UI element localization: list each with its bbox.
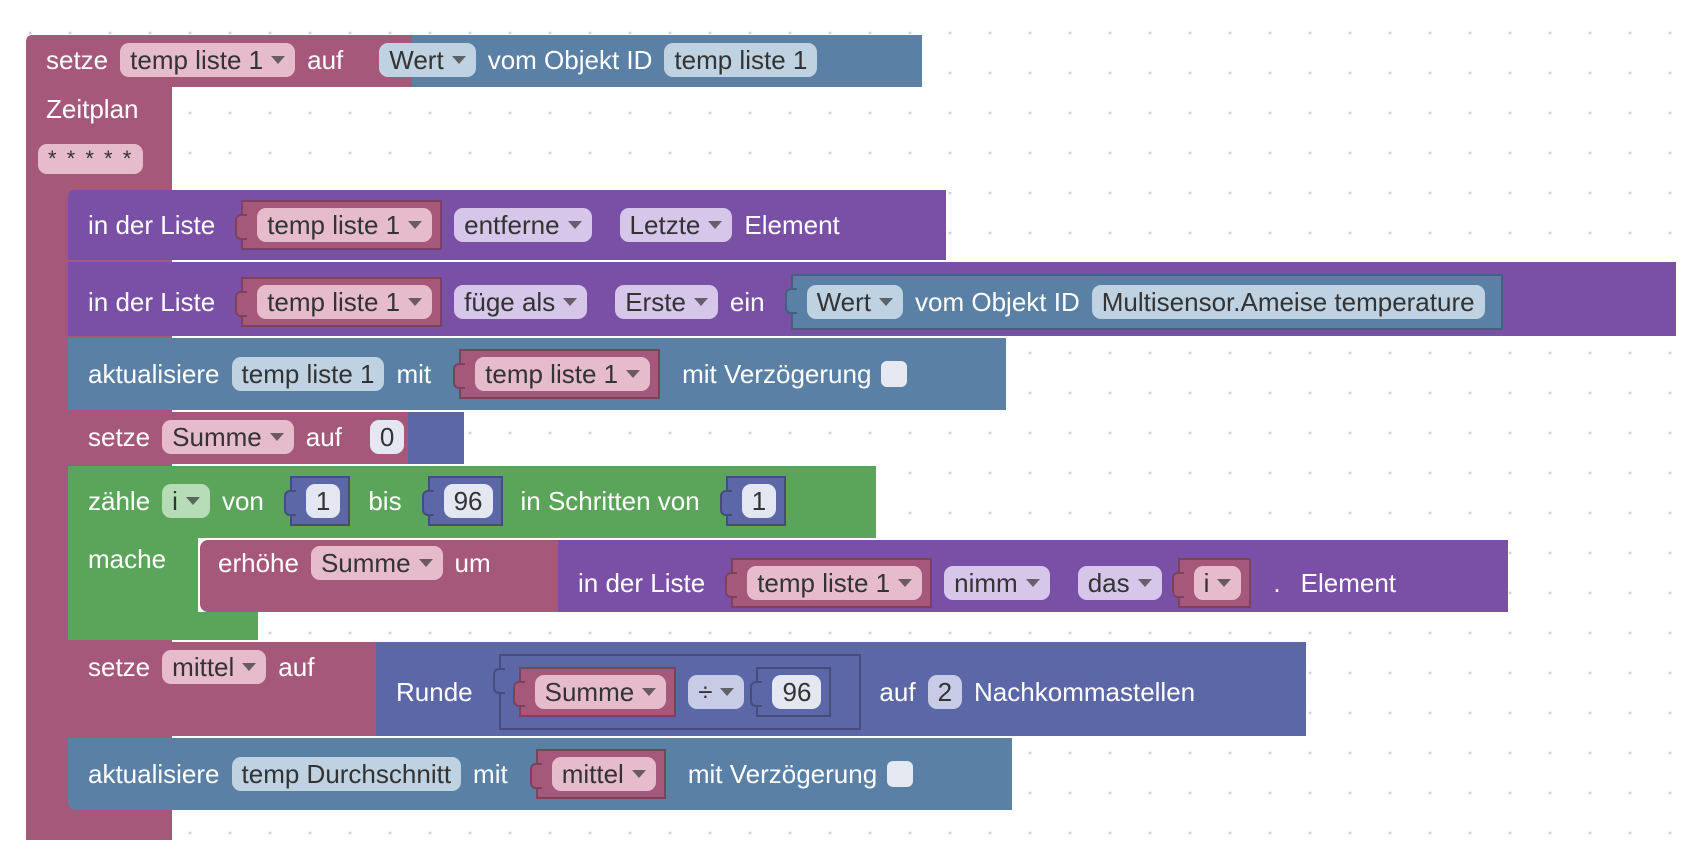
list-where-dropdown[interactable]: das [1077,566,1162,600]
delay-checkbox[interactable] [887,761,914,787]
list-suffix: Element [744,209,840,240]
set-temp-list-row: setze temp liste 1 auf Wert vom Objekt I… [46,43,829,77]
to-keyword: auf [307,44,344,75]
zeitplan-cron-row: * * * * * [38,144,155,174]
value-variable-dropdown[interactable]: mittel [551,757,656,791]
list-suffix: Element [1300,567,1397,598]
object-id-field[interactable]: Multisensor.Ameise temperature [1091,285,1485,319]
delay-checkbox[interactable] [881,361,908,387]
list-prefix: in der Liste [88,286,216,317]
increase-row: erhöhe Summe um [218,546,535,580]
number-field[interactable]: 0 [369,420,405,454]
to-slot: 96 [421,476,503,526]
list-where-dropdown[interactable]: Letzte [619,208,733,242]
step-number-field[interactable]: 1 [741,484,777,518]
do-keyword: mache [88,544,167,574]
value-field-dropdown[interactable]: Wert [806,285,904,319]
list-mode-dropdown[interactable]: entferne [454,208,592,242]
from-slot: 1 [283,476,351,526]
step-slot: 1 [719,476,787,526]
update-target-field[interactable]: temp Durchschnitt [231,757,462,791]
list-input-slot: temp liste 1 [235,277,443,327]
round-to-keyword: auf [879,676,916,707]
update-state-row: aktualisiere temp Durchschnitt mit mitte… [88,749,914,799]
object-id-label: vom Objekt ID [487,44,653,75]
update-state-row: aktualisiere temp liste 1 mit temp liste… [88,349,908,399]
list-variable-dropdown[interactable]: temp liste 1 [747,566,923,600]
list-suffix: ein [729,286,765,317]
to-number-field[interactable]: 96 [443,484,493,518]
object-id-label: vom Objekt ID [915,286,1080,317]
update-value-slot: temp liste 1 [453,349,661,399]
index-variable-dropdown[interactable]: i [1193,566,1242,600]
object-value-slot: Wert vom Objekt ID Multisensor.Ameise te… [784,274,1503,330]
digits-field[interactable]: 2 [927,675,963,709]
list-insert-row: in der Liste temp liste 1 füge als Erste… [88,274,1515,330]
object-id-field[interactable]: temp liste 1 [664,43,818,77]
list-variable-dropdown[interactable]: temp liste 1 [257,208,433,242]
count-keyword: zähle [88,485,151,516]
value-field-dropdown[interactable]: Wert [379,43,476,77]
round-keyword: Runde [396,676,473,707]
arithmetic-slot: Summe ÷ 96 [492,654,862,730]
with-keyword: mit [473,758,508,789]
list-input-slot: temp liste 1 [725,558,933,608]
set-mittel-row: setze mittel auf [88,650,326,684]
operand-slot: Summe [512,667,677,717]
by-keyword: um [454,547,491,578]
with-keyword: mit [396,358,432,389]
delay-label: mit Verzögerung [687,758,878,789]
cron-field[interactable]: * * * * * [38,144,144,174]
round-row: Runde Summe ÷ 96 auf 2 Nachkommastellen [396,654,1207,730]
operator-dropdown[interactable]: ÷ [688,675,745,709]
list-prefix: in der Liste [578,567,706,598]
divisor-number-field[interactable]: 96 [772,675,822,709]
list-where-dropdown[interactable]: Erste [615,285,718,319]
list-variable-dropdown[interactable]: temp liste 1 [257,285,433,319]
list-prefix: in der Liste [88,209,216,240]
for-loop-do-row: mache [88,544,178,575]
divisor-slot: 96 [750,667,832,717]
variable-dropdown[interactable]: Summe [162,420,294,454]
set-keyword: setze [88,421,151,452]
step-keyword: in Schritten von [520,485,700,516]
for-loop-bottom [68,612,258,640]
zeitplan-bottom-arm [26,818,172,840]
zeitplan-title-row: Zeitplan [46,94,151,125]
set-summe-row: setze Summe auf 0 [88,420,416,454]
loop-variable-dropdown[interactable]: i [162,484,210,518]
value-variable-dropdown[interactable]: temp liste 1 [475,357,651,391]
update-target-field[interactable]: temp liste 1 [231,357,385,391]
operand-variable-dropdown[interactable]: Summe [534,675,667,709]
update-keyword: aktualisiere [88,758,220,789]
list-mode-dropdown[interactable]: füge als [454,285,588,319]
index-slot: i [1171,558,1252,608]
list-mode-dropdown[interactable]: nimm [944,566,1050,600]
update-value-slot: mittel [529,749,666,799]
zeitplan-title: Zeitplan [46,94,139,124]
update-keyword: aktualisiere [88,358,220,389]
increase-keyword: erhöhe [218,547,299,578]
list-input-slot: temp liste 1 [235,200,443,250]
variable-dropdown[interactable]: temp liste 1 [120,43,296,77]
delay-label: mit Verzögerung [682,358,872,389]
from-keyword: von [221,485,264,516]
to-keyword: bis [368,485,402,516]
digits-label: Nachkommastellen [974,676,1196,707]
to-keyword: auf [305,421,342,452]
from-number-field[interactable]: 1 [305,484,341,518]
variable-dropdown[interactable]: mittel [162,650,267,684]
to-keyword: auf [278,651,315,682]
for-loop-header-row: zähle i von 1 bis 96 in Schritten von 1 [88,476,798,526]
number-block[interactable] [408,412,464,464]
set-keyword: setze [46,44,109,75]
dot-label: . [1273,567,1281,598]
list-remove-row: in der Liste temp liste 1 entferne Letzt… [88,200,852,250]
set-keyword: setze [88,651,151,682]
list-get-row: in der Liste temp liste 1 nimm das i . E… [578,558,1408,608]
variable-dropdown[interactable]: Summe [310,546,443,580]
